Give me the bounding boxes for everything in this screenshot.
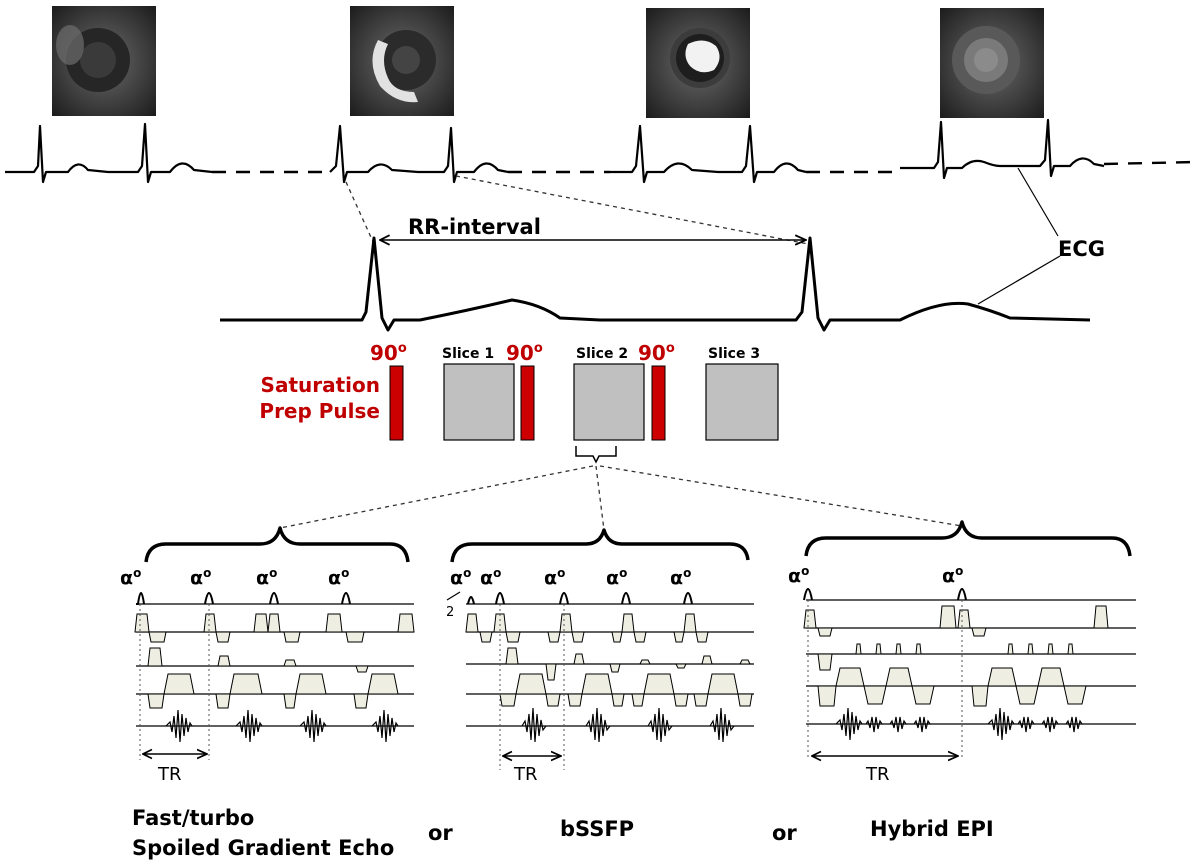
alpha-labels-seq2: αo 2 αo αo αo αo xyxy=(446,566,691,620)
rr-interval-label: RR-interval xyxy=(408,215,541,239)
slice-3-label: Slice 3 xyxy=(708,346,760,362)
sequence-3-label: Hybrid EPI xyxy=(870,817,994,841)
slice-1-label: Slice 1 xyxy=(442,346,494,362)
tr-label-1: TR xyxy=(157,764,182,785)
svg-text:90o: 90o xyxy=(506,341,543,365)
ecg-trace-top xyxy=(5,118,1197,184)
sequence-bssfp xyxy=(465,592,754,770)
mri-image-2 xyxy=(350,6,454,116)
ecg-pointer-top xyxy=(1017,167,1059,237)
ecg-trace-enlarged xyxy=(220,236,1091,332)
saturation-label-line1: Saturation xyxy=(261,373,380,397)
alpha-labels-seq3: αo αo xyxy=(788,564,963,587)
tr-label-2: TR xyxy=(513,764,538,785)
zoom-line-right xyxy=(455,175,809,245)
svg-text:90o: 90o xyxy=(370,341,407,365)
svg-text:αo: αo xyxy=(450,566,471,589)
or-label-1: or xyxy=(428,821,453,845)
sequence-1-label-line2: Spoiled Gradient Echo xyxy=(132,836,394,860)
zoom-line-seq1 xyxy=(279,465,594,529)
svg-text:αo: αo xyxy=(788,564,809,587)
svg-text:αo: αo xyxy=(606,566,627,589)
slice-3-box xyxy=(705,363,779,441)
slice-2-box xyxy=(573,363,645,441)
ninety-label-2: 90 xyxy=(506,341,534,365)
sequence-hybrid-epi xyxy=(803,588,1136,760)
saturation-label-line2: Prep Pulse xyxy=(259,399,380,423)
sequence-gre xyxy=(134,592,415,760)
brace-seq3 xyxy=(804,520,1132,557)
brace-seq2 xyxy=(450,528,750,563)
svg-text:αo: αo xyxy=(480,566,501,589)
ecg-pointer-bottom xyxy=(977,255,1061,305)
mri-image-4 xyxy=(940,8,1044,118)
sat-pulse-2: 90o xyxy=(506,341,543,441)
mri-image-3 xyxy=(646,8,750,118)
slice-2-bracket xyxy=(575,446,617,464)
mri-image-1 xyxy=(52,6,156,116)
half-label: 2 xyxy=(446,605,454,620)
svg-text:αo: αo xyxy=(190,566,211,589)
svg-text:αo: αo xyxy=(328,566,349,589)
tr-label-3: TR xyxy=(865,764,890,785)
slice-1-box xyxy=(443,363,515,441)
svg-text:αo: αo xyxy=(942,564,963,587)
slice-2-label: Slice 2 xyxy=(576,346,628,362)
sequence-1-label-line1: Fast/turbo xyxy=(132,806,254,830)
or-label-2: or xyxy=(772,821,797,845)
brace-seq1 xyxy=(144,526,410,563)
zoom-line-left xyxy=(345,181,375,245)
alpha-labels-seq1: αo αo αo αo xyxy=(120,566,349,589)
svg-text:αo: αo xyxy=(120,566,141,589)
sat-pulse-1: 90o xyxy=(370,341,407,441)
sat-pulse-3: 90o xyxy=(638,341,675,441)
ninety-label-1: 90 xyxy=(370,341,398,365)
zoom-line-seq2 xyxy=(595,465,605,531)
svg-text:90o: 90o xyxy=(638,341,675,365)
ninety-label-3: 90 xyxy=(638,341,666,365)
svg-text:αo: αo xyxy=(670,566,691,589)
zoom-line-seq3 xyxy=(599,465,963,527)
sequence-2-label: bSSFP xyxy=(560,817,634,841)
ecg-label: ECG xyxy=(1058,237,1105,261)
svg-text:αo: αo xyxy=(544,566,565,589)
svg-text:αo: αo xyxy=(256,566,277,589)
